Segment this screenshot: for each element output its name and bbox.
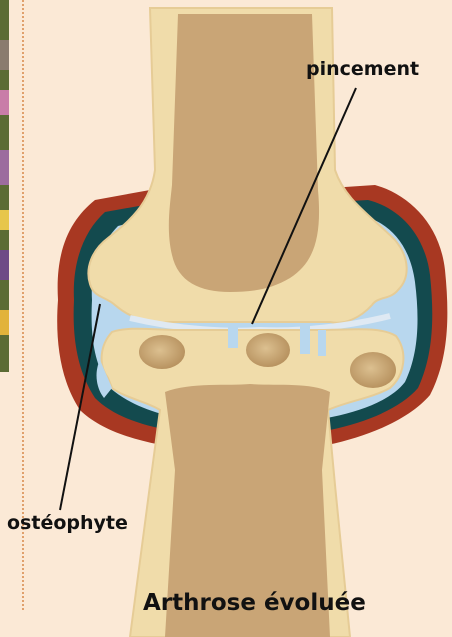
cyst-1 [139,335,185,369]
cyst-2 [246,333,290,367]
erosion-1 [228,326,238,348]
diagram-title: Arthrose évoluée [143,590,366,616]
label-osteophyte: ostéophyte [7,512,128,534]
erosion-3 [318,330,326,356]
erosion-2 [300,326,310,354]
label-pincement: pincement [306,58,419,80]
cyst-3 [350,352,396,388]
femur-marrow [169,14,319,292]
